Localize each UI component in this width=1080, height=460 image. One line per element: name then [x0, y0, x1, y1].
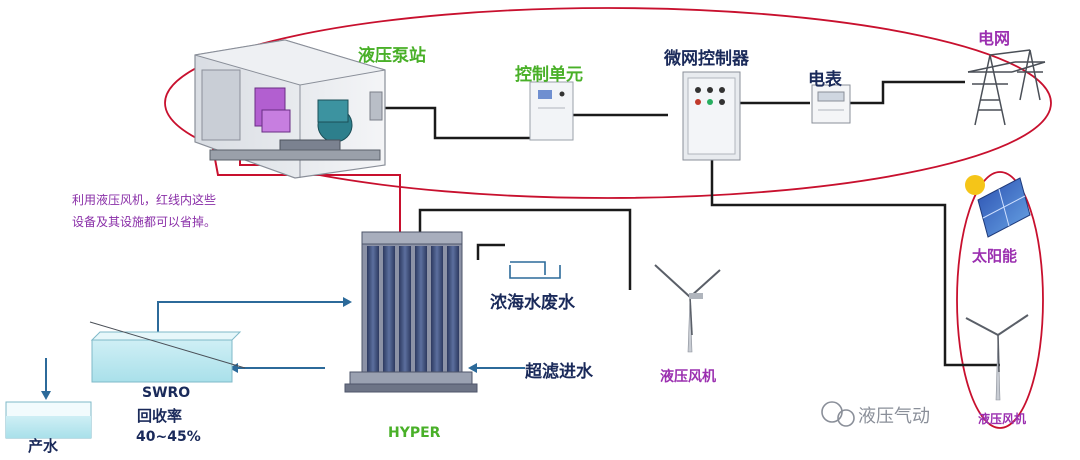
- swro-tank-image: [89, 321, 246, 383]
- solar-label: 太阳能: [972, 247, 1018, 265]
- right-turbine-label: 液压风机: [978, 412, 1027, 426]
- power-grid-towers-image: [967, 49, 1046, 126]
- recovery-label: 回收率: [137, 407, 183, 425]
- control-unit-image: [529, 81, 574, 141]
- red-ellipse-solar: [956, 171, 1044, 429]
- watermark-text: 液压气动: [858, 406, 930, 427]
- pump-station-label: 液压泵站: [358, 46, 426, 66]
- note-line-1: 利用液压风机，红线内这些: [72, 193, 217, 207]
- hydraulic-pump-station-image: [194, 39, 386, 179]
- watermark-logo: [821, 401, 855, 427]
- electric-meter-image: [811, 84, 851, 124]
- hyper-label: HYPER: [388, 425, 441, 441]
- solar-panel-image: [965, 175, 1031, 238]
- swro-label: SWRO: [142, 385, 191, 401]
- note-line-2: 设备及其设施都可以省掉。: [72, 215, 217, 229]
- grid-label: 电网: [978, 29, 1011, 48]
- uf-feed-label: 超滤进水: [525, 362, 593, 382]
- brine-label: 浓海水废水: [490, 293, 575, 313]
- meter-label: 电表: [808, 70, 842, 90]
- right-wind-turbine-image: [965, 314, 1029, 401]
- microgrid-controller-image: [682, 71, 741, 161]
- brine-outlet-tray: [509, 261, 561, 279]
- product-water-tank-image: [5, 401, 92, 439]
- microgrid-controller-label: 微网控制器: [664, 49, 749, 69]
- red-ellipse-main: [164, 7, 1052, 199]
- product-water-label: 产水: [28, 437, 59, 455]
- hyper-unit-image: [344, 231, 478, 393]
- recovery-value: 40~45%: [136, 429, 201, 445]
- hydraulic-wind-turbine-image: [654, 264, 721, 353]
- control-unit-label: 控制单元: [515, 65, 583, 85]
- hydraulic-turbine-label: 液压风机: [660, 369, 716, 385]
- flow-arrowheads: [41, 297, 477, 400]
- flow-lines: [45, 301, 525, 395]
